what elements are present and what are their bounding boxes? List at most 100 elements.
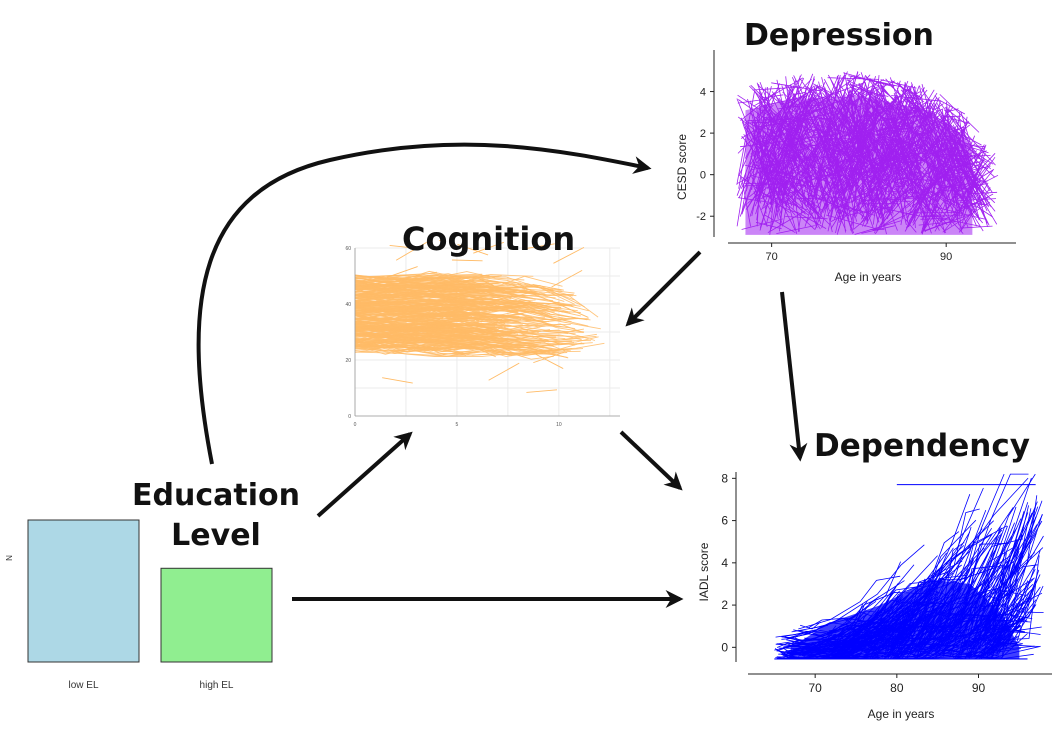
dependency-x-tick: 90	[972, 681, 986, 695]
cognition-trajectory	[354, 293, 571, 314]
cognition-trajectory	[389, 244, 421, 250]
dependency-y-tick: 0	[721, 640, 728, 654]
cognition-trajectory	[354, 341, 605, 356]
dependency-density	[790, 579, 1020, 659]
cognition-trajectory	[419, 311, 451, 332]
cognition-trajectory	[392, 312, 424, 316]
cognition-trajectory	[354, 325, 500, 331]
depression-trajectory	[948, 108, 971, 143]
depression-y-axis-label: CESD score	[675, 134, 689, 200]
dependency-title: Dependency	[814, 428, 1030, 464]
cognition-trajectory	[354, 284, 497, 293]
cognition-x-tick: 5	[456, 422, 459, 428]
cognition-trajectory	[354, 305, 572, 323]
cognition-trajectory	[551, 269, 583, 288]
arrow-depression-to-dependency	[780, 291, 808, 462]
cognition-trajectory	[395, 241, 427, 261]
depression-trajectory	[960, 112, 978, 166]
cognition-trajectory	[430, 277, 462, 281]
arrow-depression-to-cognition	[625, 250, 702, 327]
cognition-x-tick: 0	[354, 422, 357, 428]
cognition-trajectory	[386, 266, 418, 278]
cognition-title: Cognition	[402, 220, 576, 258]
cognition-y-tick: 0	[348, 414, 351, 420]
cognition-trajectory	[354, 342, 583, 351]
depression-trajectory	[934, 95, 984, 163]
cognition-trajectory	[354, 294, 541, 305]
cognition-trajectory	[354, 306, 589, 327]
cognition-trajectory	[354, 270, 534, 281]
depression-trajectory	[762, 94, 784, 99]
dependency-trajectory	[799, 621, 821, 630]
depression-y-tick: 0	[700, 170, 706, 182]
depression-x-tick: 90	[940, 251, 952, 263]
dependency-y-tick: 6	[721, 514, 728, 528]
cognition-trajectory	[354, 302, 559, 312]
arrow-education-to-cognition	[316, 431, 413, 518]
education-title-line1: Education	[132, 478, 300, 513]
cognition-trajectory	[488, 362, 520, 381]
cognition-trajectory	[553, 247, 585, 264]
cognition-trajectory	[478, 278, 510, 294]
cognition-trajectory	[452, 296, 484, 307]
cognition-trajectory	[557, 303, 589, 318]
education-category-label: low EL	[68, 680, 98, 691]
depression-chart: -2 0 2 4 70 90 Age in years CESD score	[675, 50, 1016, 284]
cognition-trajectory	[354, 337, 530, 347]
cognition-y-tick: 40	[345, 302, 351, 308]
depression-trajectory	[944, 109, 996, 166]
cognition-trajectory	[354, 344, 556, 357]
depression-density	[745, 95, 973, 235]
dependency-trajectory	[784, 642, 797, 649]
depression-x-tick: 70	[766, 251, 778, 263]
cognition-trajectory	[354, 283, 481, 293]
cognition-trajectory	[354, 300, 490, 311]
education-title-line2: Level	[171, 518, 261, 553]
cognition-trajectory	[457, 244, 489, 256]
cognition-trajectory	[533, 284, 564, 291]
depression-trajectory	[854, 88, 889, 97]
cognition-trajectory	[420, 285, 452, 302]
depression-trajectory	[771, 82, 821, 92]
cognition-trajectory	[443, 298, 475, 307]
cognition-trajectory	[354, 316, 479, 326]
cognition-trajectory	[533, 351, 565, 364]
education-category-label: high EL	[200, 680, 234, 691]
education-bar	[160, 567, 273, 663]
dependency-y-axis-label: IADL score	[697, 542, 711, 601]
dependency-y-tick: 8	[721, 471, 728, 485]
depression-y-tick: 2	[700, 128, 706, 140]
cognition-trajectory	[382, 377, 413, 384]
depression-trajectory	[843, 72, 895, 88]
cognition-trajectory	[354, 345, 554, 360]
cognition-trajectory	[354, 308, 530, 318]
depression-y-tick: 4	[700, 87, 706, 99]
cognition-trajectory	[354, 301, 578, 312]
depression-x-axis-label: Age in years	[835, 270, 902, 284]
depression-trajectory	[867, 78, 902, 88]
cognition-trajectory	[354, 300, 588, 321]
cognition-trajectory	[354, 326, 596, 341]
depression-trajectory	[937, 98, 966, 115]
dependency-y-tick: 4	[721, 556, 728, 570]
cognition-trajectory	[355, 276, 533, 286]
cognition-trajectory	[354, 314, 582, 333]
arrow-education-to-depression	[196, 142, 652, 465]
cognition-trajectory	[354, 323, 550, 337]
cognition-trajectory	[354, 345, 467, 357]
cognition-trajectory	[354, 326, 497, 332]
cognition-trajectory	[451, 259, 483, 262]
cognition-trajectory	[354, 274, 502, 284]
dependency-trajectory	[798, 575, 901, 630]
cognition-trajectory	[354, 277, 468, 284]
cognition-trajectory	[526, 389, 558, 393]
cognition-x-tick: 10	[556, 422, 562, 428]
depression-y-tick: -2	[696, 211, 706, 223]
cognition-trajectory	[354, 326, 556, 338]
cognition-trajectory	[354, 289, 464, 297]
cognition-trajectory	[354, 312, 563, 322]
cognition-trajectory	[354, 314, 544, 326]
